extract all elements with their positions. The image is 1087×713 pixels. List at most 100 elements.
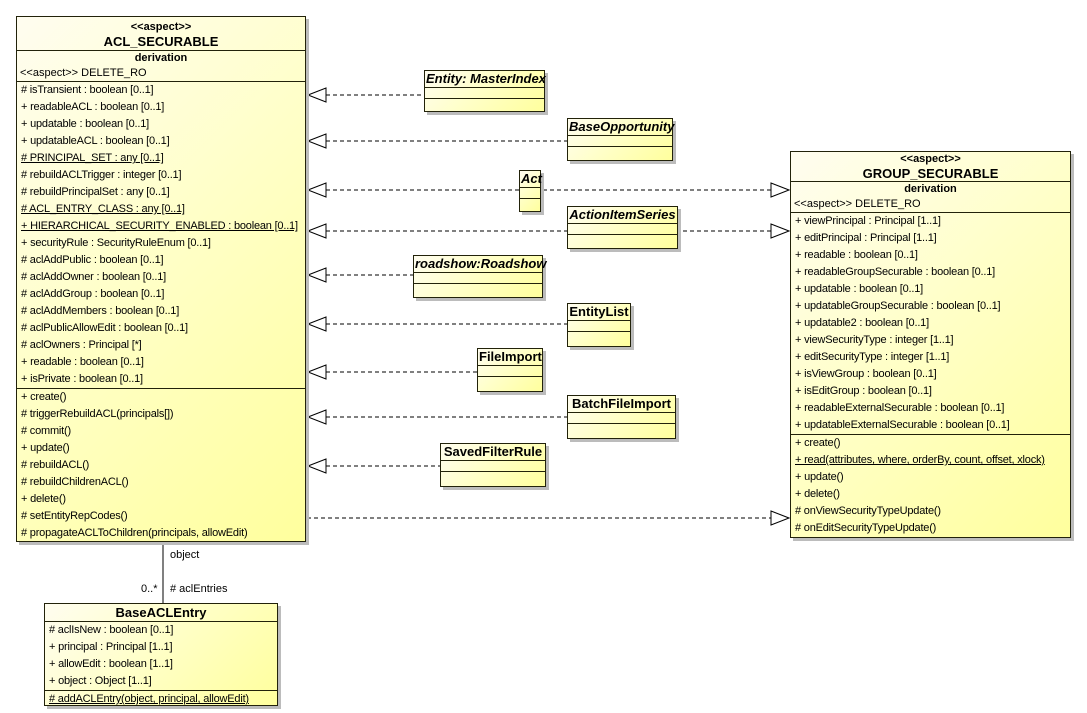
delete-ro-label: <<aspect>> DELETE_RO [17, 65, 305, 82]
member-row: # onViewSecurityTypeUpdate() [795, 505, 941, 517]
arrowhead-left-icon [306, 223, 327, 239]
arrowhead-right-icon [770, 223, 791, 239]
delete-ro-label: <<aspect>> DELETE_RO [791, 196, 1070, 213]
class-name: BatchFileImport [568, 396, 675, 413]
attributes-compartment [414, 273, 542, 284]
class-batchfileimport[interactable]: BatchFileImport [567, 395, 676, 439]
arrowhead-right-icon [770, 182, 791, 198]
class-fileimport[interactable]: FileImport [477, 348, 543, 392]
class-name: BaseACLEntry [45, 604, 277, 622]
member-row: # rebuildChildrenACL() [21, 476, 129, 488]
member-row: + updatableGroupSecurable : boolean [0..… [795, 300, 1001, 312]
member-row: + updatableExternalSecurable : boolean [… [795, 419, 1010, 431]
member-row: + update() [21, 442, 70, 454]
member-row: # addACLEntry(object, principal, allowEd… [49, 693, 249, 705]
member-row: + principal : Principal [1..1] [49, 641, 173, 653]
operations-compartment [568, 424, 675, 438]
attributes-compartment: # aclIsNew : boolean [0..1] + principal :… [45, 622, 277, 691]
arrowhead-left-icon [306, 316, 327, 332]
class-entitylist[interactable]: EntityList [567, 303, 631, 347]
member-row: + readable : boolean [0..1] [795, 249, 918, 261]
member-row: # rebuildACLTrigger : integer [0..1] [21, 169, 182, 181]
member-row: # ACL_ENTRY_CLASS : any [0..1] [21, 203, 185, 215]
arrowhead-left-icon [306, 182, 327, 198]
class-name: FileImport [478, 349, 542, 366]
arrowhead-left-icon [306, 87, 327, 103]
member-row: # aclIsNew : boolean [0..1] [49, 624, 174, 636]
operations-compartment: + create() + read(attributes, where, orde… [791, 435, 1070, 537]
member-row: + updatable2 : boolean [0..1] [795, 317, 929, 329]
class-group-securable[interactable]: <<aspect>> GROUP_SECURABLE derivation <<… [790, 151, 1071, 538]
operations-compartment: + create() # triggerRebuildACL(principals… [17, 389, 305, 542]
class-name: GROUP_SECURABLE [862, 166, 999, 181]
operations-compartment [414, 284, 542, 297]
operations-compartment [520, 199, 540, 211]
member-row: + isViewGroup : boolean [0..1] [795, 368, 937, 380]
class-name: ACL_SECURABLE [103, 34, 219, 49]
class-name: SavedFilterRule [441, 444, 545, 461]
member-row: # setEntityRepCodes() [21, 510, 128, 522]
association-role-object: object [170, 549, 200, 561]
class-header: <<aspect>> GROUP_SECURABLE [791, 152, 1070, 182]
member-row: + viewPrincipal : Principal [1..1] [795, 215, 941, 227]
attributes-compartment: # isTransient : boolean [0..1] + readable… [17, 82, 305, 389]
member-row: + securityRule : SecurityRuleEnum [0..1] [21, 237, 211, 249]
member-row: + updatable : boolean [0..1] [21, 118, 150, 130]
member-row: # triggerRebuildACL(principals[]) [21, 408, 174, 420]
member-row: + readableExternalSecurable : boolean [0… [795, 402, 1005, 414]
class-baseaclentry[interactable]: BaseACLEntry # aclIsNew : boolean [0..1]… [44, 603, 278, 706]
attributes-compartment [568, 224, 677, 235]
class-baseopportunity[interactable]: BaseOpportunity [567, 118, 675, 161]
attributes-compartment [425, 88, 544, 99]
operations-compartment: # addACLEntry(object, principal, allowEd… [45, 691, 277, 707]
operations-compartment [568, 147, 672, 160]
arrowhead-left-icon [306, 364, 327, 380]
member-row: + updatable : boolean [0..1] [795, 283, 924, 295]
member-row: + update() [795, 471, 844, 483]
member-row: # isTransient : boolean [0..1] [21, 84, 154, 96]
class-name: BaseOpportunity [568, 119, 675, 136]
class-name: Act [520, 171, 542, 188]
derivation-label: derivation [904, 183, 957, 195]
class-entity-masterindex[interactable]: Entity: MasterIndex [424, 70, 546, 112]
member-row: + editSecurityType : integer [1..1] [795, 351, 950, 363]
member-row: # aclOwners : Principal [*] [21, 339, 142, 351]
class-name: roadshow:Roadshow [414, 256, 547, 273]
operations-compartment [568, 332, 630, 346]
operations-compartment [478, 377, 542, 391]
member-row: # aclPublicAllowEdit : boolean [0..1] [21, 322, 188, 334]
member-row: + isPrivate : boolean [0..1] [21, 373, 143, 385]
association-multiplicity: 0..* [141, 583, 158, 595]
attributes-compartment [478, 366, 542, 377]
member-row: # rebuildACL() [21, 459, 90, 471]
member-row: + isEditGroup : boolean [0..1] [795, 385, 932, 397]
class-actionitemseries[interactable]: ActionItemSeries [567, 206, 678, 249]
member-row: # aclAddMembers : boolean [0..1] [21, 305, 180, 317]
member-row: + object : Object [1..1] [49, 675, 152, 687]
member-row: # aclAddGroup : boolean [0..1] [21, 288, 165, 300]
member-row: + viewSecurityType : integer [1..1] [795, 334, 954, 346]
attributes-compartment [568, 413, 675, 424]
class-acl-securable[interactable]: <<aspect>> ACL_SECURABLE derivation <<as… [16, 16, 306, 542]
operations-compartment [425, 99, 544, 111]
member-row: + read(attributes, where, orderBy, count… [795, 454, 1045, 466]
member-row: + editPrincipal : Principal [1..1] [795, 232, 937, 244]
member-row: + delete() [21, 493, 66, 505]
attributes-compartment: + viewPrincipal : Principal [1..1] + edit… [791, 213, 1070, 435]
attributes-compartment [568, 321, 630, 332]
member-row: + allowEdit : boolean [1..1] [49, 658, 173, 670]
association-role-aclentries: # aclEntries [170, 583, 228, 595]
class-savedfilterrule[interactable]: SavedFilterRule [440, 443, 546, 487]
operations-compartment [441, 472, 545, 486]
attributes-compartment [520, 188, 540, 199]
operations-compartment [568, 235, 677, 248]
class-name: Entity: MasterIndex [425, 71, 546, 88]
member-row: + create() [795, 437, 841, 449]
class-roadshow[interactable]: roadshow:Roadshow [413, 255, 547, 298]
member-row: + readable : boolean [0..1] [21, 356, 144, 368]
member-row: # rebuildPrincipalSet : any [0..1] [21, 186, 170, 198]
class-act[interactable]: Act [519, 170, 542, 212]
member-row: + create() [21, 391, 67, 403]
class-header: <<aspect>> ACL_SECURABLE [17, 17, 305, 51]
